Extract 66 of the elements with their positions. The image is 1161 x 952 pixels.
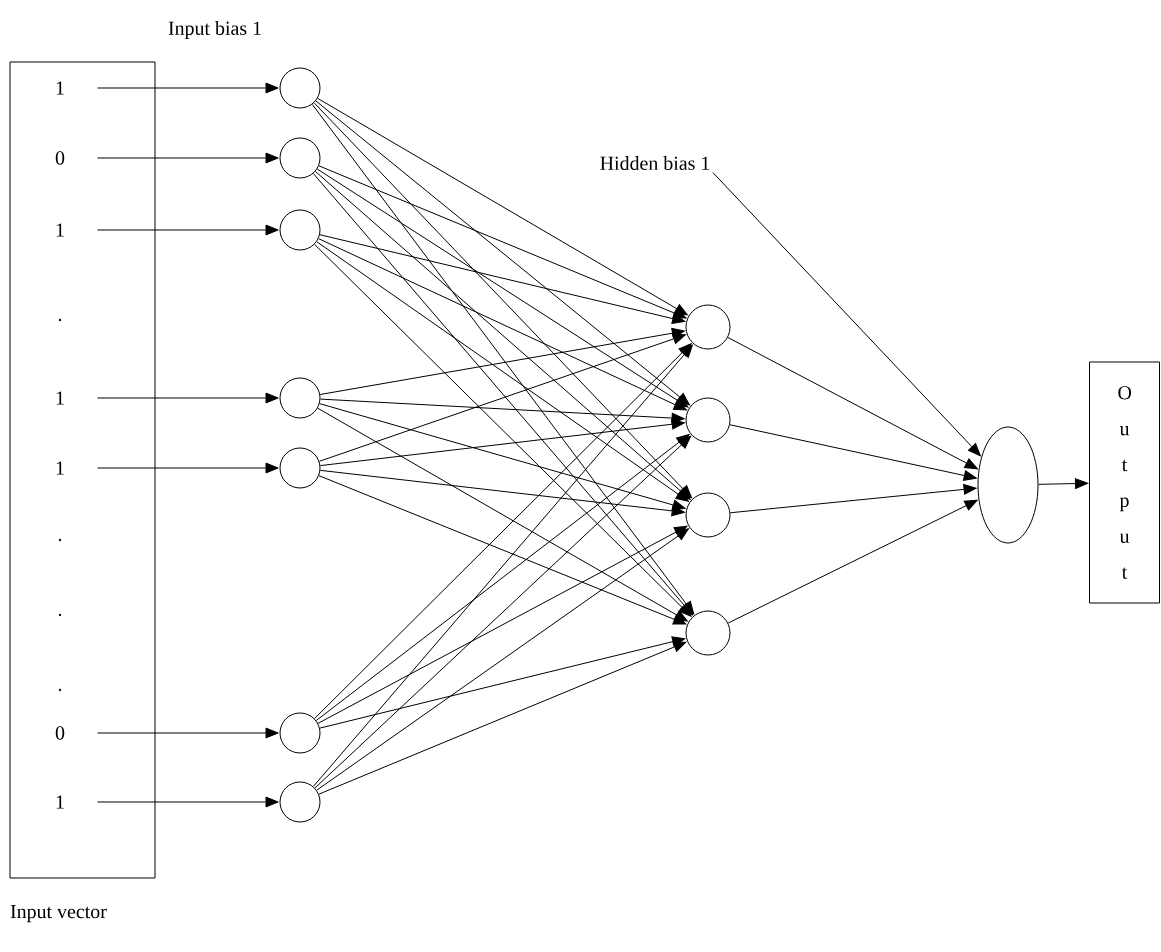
arrow: [315, 434, 690, 721]
neuron-circle: [279, 781, 321, 823]
output-neuron-ellipse: [977, 426, 1039, 544]
arrow: [727, 499, 978, 624]
neuron-circle: [685, 397, 731, 443]
arrow: [97, 152, 279, 164]
arrow: [317, 407, 688, 622]
ellipsis-dot: .: [58, 538, 62, 542]
ellipsis-dot: .: [58, 318, 62, 322]
arrow: [313, 102, 692, 499]
neuron-circle: [279, 447, 321, 489]
arrow: [317, 525, 688, 724]
neuron-circle: [279, 377, 321, 419]
annotation-text: Hidden bias 1: [600, 156, 710, 170]
arrow: [97, 82, 279, 94]
arrow: [316, 241, 689, 502]
output-box: O u t p u t: [1089, 361, 1160, 604]
label-text: Input bias 1: [168, 20, 261, 40]
arrow: [312, 344, 693, 787]
arrow: [727, 337, 978, 470]
arrow: [319, 234, 686, 324]
arrow: [729, 484, 977, 514]
neuron-circle: [685, 304, 731, 350]
arrow: [712, 172, 981, 457]
input-value: 1: [56, 461, 64, 475]
arrow: [319, 636, 686, 729]
arrow: [97, 224, 279, 236]
neuron-circle: [279, 137, 321, 179]
arrow: [317, 97, 688, 316]
neuron-circle: [685, 492, 731, 538]
arrow: [319, 327, 685, 395]
arrow: [729, 424, 977, 481]
neuron-circle: [279, 67, 321, 109]
arrow: [318, 641, 687, 795]
arrow: [318, 165, 687, 319]
neuron-circle: [279, 209, 321, 251]
arrow: [316, 528, 689, 791]
arrow: [314, 171, 691, 500]
arrow: [97, 462, 279, 474]
arrow: [314, 435, 692, 789]
input-value: 0: [55, 151, 65, 165]
input-value: 1: [56, 391, 64, 405]
ellipsis-dot: .: [58, 688, 62, 692]
arrow: [320, 398, 685, 424]
ellipsis-dot: .: [58, 613, 62, 617]
arrow: [314, 243, 692, 617]
input-value: 1: [56, 795, 64, 809]
node-label: Input vector: [10, 905, 107, 923]
arrow: [319, 403, 686, 511]
arrow: [97, 796, 279, 808]
input-value: 0: [55, 726, 65, 740]
arrow: [1038, 478, 1089, 489]
neuron-circle: [685, 610, 731, 656]
arrow: [97, 392, 279, 404]
arrow: [97, 727, 279, 739]
arrow: [315, 100, 690, 406]
arrow: [318, 475, 687, 625]
arrow: [318, 333, 686, 462]
arrow: [319, 418, 685, 467]
arrow: [316, 168, 689, 408]
input-value: 1: [56, 223, 64, 237]
arrow: [319, 469, 685, 517]
neuron-circle: [279, 712, 321, 754]
arrow: [318, 238, 687, 411]
input-value: 1: [56, 81, 64, 95]
arrow: [314, 343, 692, 720]
